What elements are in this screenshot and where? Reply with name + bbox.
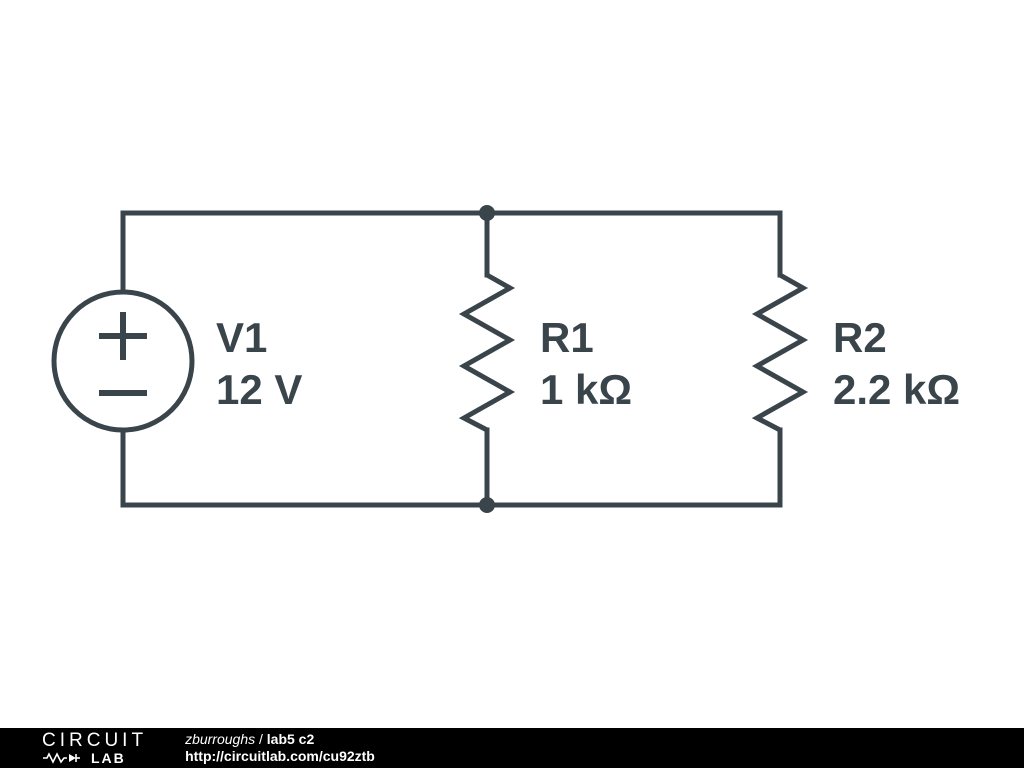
- v1-label: V1: [216, 314, 267, 361]
- resistor-r2: [751, 272, 809, 433]
- junction-dot-top: [479, 205, 495, 221]
- schematic-canvas: V1 12 V R1 1 kΩ R2 2.2 kΩ: [51, 205, 961, 513]
- footer-attribution: zburroughs / lab5 c2 http://circuitlab.c…: [185, 731, 375, 766]
- attribution-line: zburroughs / lab5 c2: [185, 731, 375, 749]
- author-name: zburroughs: [185, 730, 256, 747]
- logo-text-lab: LAB: [91, 750, 126, 766]
- r1-value: 1 kΩ: [540, 366, 632, 413]
- r2-label: R2: [833, 314, 887, 361]
- plus-symbol: [99, 312, 147, 360]
- r2-value: 2.2 kΩ: [833, 366, 960, 413]
- junction-dot-bottom: [479, 497, 495, 513]
- footer-bar: CIRCUIT LAB zburroughs / lab5 c2 http://…: [0, 728, 1024, 768]
- logo-text-circuit: CIRCUIT: [42, 730, 148, 751]
- attribution-separator: /: [255, 730, 267, 747]
- circuit-url[interactable]: http://circuitlab.com/cu92ztb: [185, 748, 375, 764]
- circuit-title: lab5 c2: [266, 730, 315, 747]
- resistor-r1: [458, 272, 516, 433]
- voltage-source-v1: [51, 289, 195, 433]
- circuitlab-logo: CIRCUIT LAB: [42, 731, 147, 765]
- v1-value: 12 V: [216, 366, 302, 413]
- r1-label: R1: [540, 314, 594, 361]
- resistor-diode-icon: [43, 752, 80, 764]
